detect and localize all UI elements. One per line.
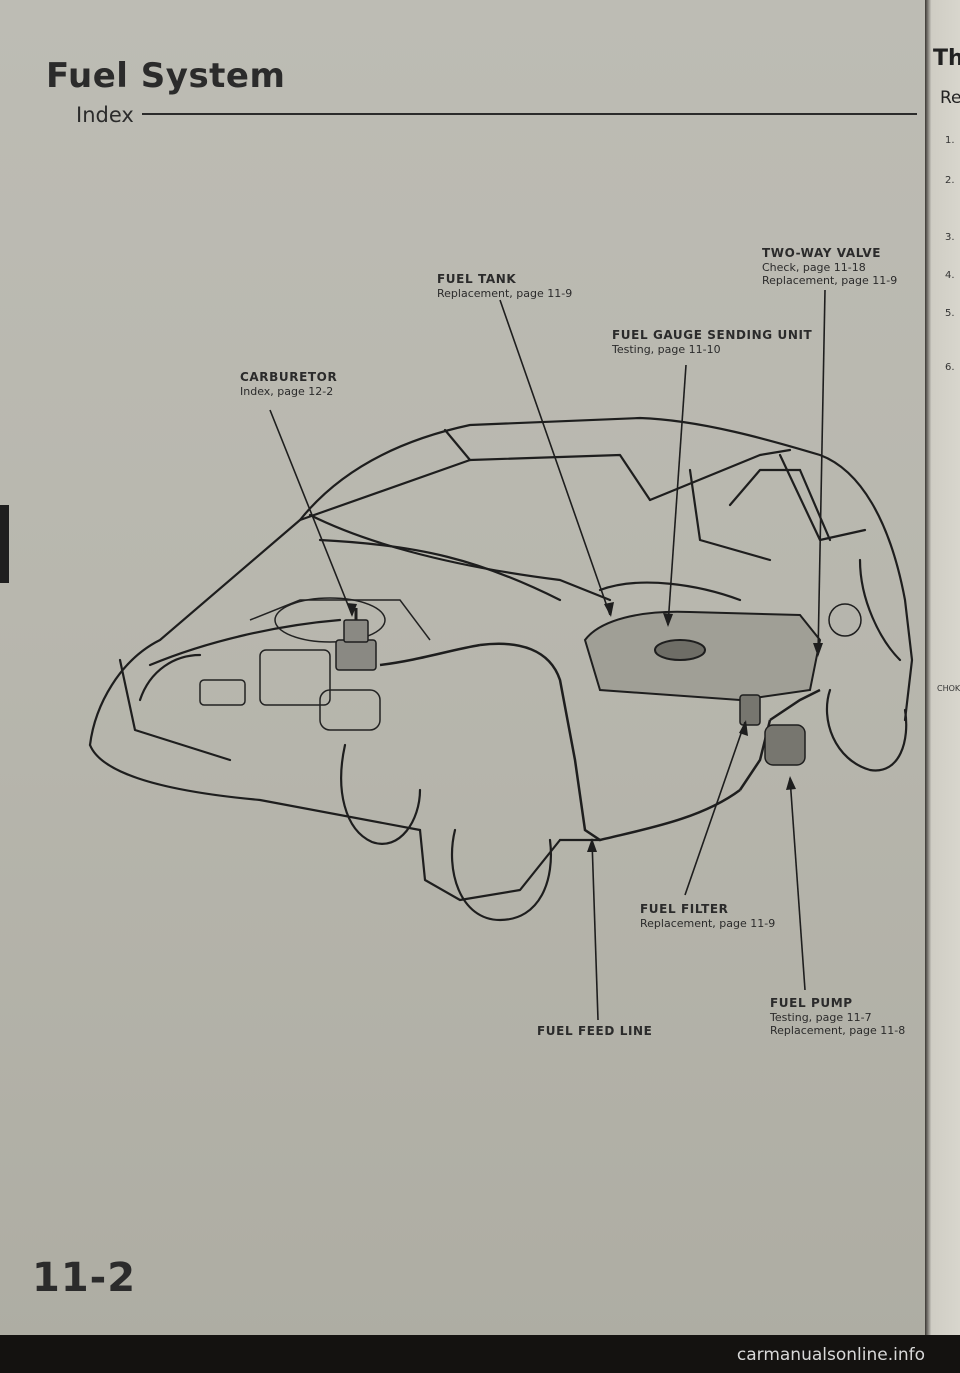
callout-carburetor: CARBURETOR Index, page 12-2 (240, 370, 337, 398)
callout-fuel-tank-replacement: Replacement, page 11-9 (437, 286, 573, 300)
callout-fuel-feed-line: FUEL FEED LINE (537, 1024, 652, 1039)
next-page-title-fragment: Th (933, 46, 960, 71)
callout-fuel-gauge-sending-unit: FUEL GAUGE SENDING UNIT Testing, page 11… (612, 328, 812, 356)
next-page-list-number: 4. (945, 270, 955, 281)
callout-fuel-tank: FUEL TANK Replacement, page 11-9 (437, 272, 572, 300)
page-number: 11-2 (32, 1255, 137, 1301)
carburetor-part (335, 608, 377, 671)
callout-two-way-valve: TWO-WAY VALVE Check, page 11-18 Replacem… (762, 246, 897, 287)
callout-fuel-filter-name: FUEL FILTER (640, 902, 729, 916)
callout-two-way-valve-name: TWO-WAY VALVE (762, 246, 882, 260)
page-title: Fuel System (46, 56, 286, 96)
callout-two-way-valve-replacement: Replacement, page 11-9 (762, 274, 898, 288)
callout-two-way-valve-check: Check, page 11-18 (762, 260, 866, 274)
callout-fuel-gauge-sending-unit-name: FUEL GAUGE SENDING UNIT (612, 328, 813, 342)
header-rule (142, 113, 917, 115)
next-page-list-number: 6. (945, 362, 955, 373)
callout-fuel-pump: FUEL PUMP Testing, page 11-7 Replacement… (770, 996, 905, 1037)
watermark: carmanualsonline.info (736, 1345, 925, 1365)
callout-carburetor-name: CARBURETOR (240, 370, 338, 384)
page-subtitle: Index (76, 103, 134, 127)
leader-arrowheads (347, 602, 823, 852)
next-page-list-number: 1. (945, 135, 955, 146)
section-tab (0, 505, 9, 583)
book-bottom-edge (0, 1335, 960, 1373)
callout-fuel-pump-name: FUEL PUMP (770, 996, 853, 1010)
callout-fuel-filter-replacement: Replacement, page 11-9 (640, 916, 776, 930)
callout-fuel-feed-line-name: FUEL FEED LINE (537, 1024, 653, 1038)
callout-fuel-gauge-sending-unit-testing: Testing, page 11-10 (612, 342, 721, 356)
next-page-label-fragment: CHOK (937, 684, 960, 693)
fuel-system-diagram (88, 289, 914, 1021)
car-body-outline (88, 416, 914, 922)
leader-lines (269, 289, 826, 1021)
fuel-tank-part (583, 610, 822, 702)
next-page-list-number: 3. (945, 232, 955, 243)
adjacent-page-edge (925, 0, 960, 1345)
callout-fuel-pump-testing: Testing, page 11-7 (770, 1010, 872, 1024)
callout-fuel-tank-name: FUEL TANK (437, 272, 517, 286)
next-page-list-number: 2. (945, 175, 955, 186)
callout-fuel-filter: FUEL FILTER Replacement, page 11-9 (640, 902, 775, 930)
callout-carburetor-index: Index, page 12-2 (240, 384, 334, 398)
next-page-subtitle-fragment: Re (940, 88, 960, 108)
next-page-list-number: 5. (945, 308, 955, 319)
fuel-pump-part (739, 603, 862, 766)
engine-bay (199, 597, 431, 731)
callout-fuel-pump-replacement: Replacement, page 11-8 (770, 1024, 906, 1038)
